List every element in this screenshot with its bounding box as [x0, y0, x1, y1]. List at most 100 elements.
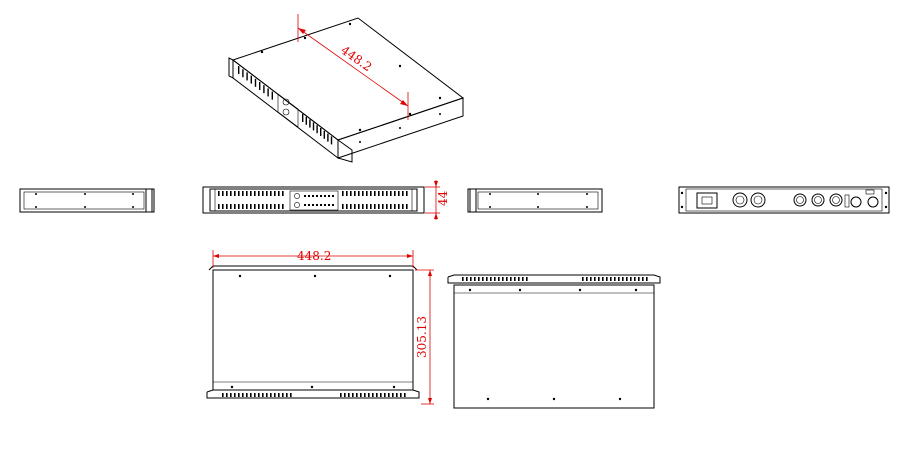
vent-slot	[622, 277, 624, 281]
vent-slot	[384, 393, 386, 397]
led-indicator	[312, 195, 314, 197]
vent-slot	[346, 191, 348, 196]
vent-slot	[271, 91, 273, 100]
vent-slot	[222, 393, 224, 397]
vent-slot	[378, 204, 380, 209]
vent-slot	[350, 191, 352, 196]
led-indicator	[312, 204, 314, 206]
vent-slot	[474, 277, 476, 281]
vent-slot	[238, 191, 240, 196]
vent-slot	[274, 204, 276, 209]
led-indicator	[308, 204, 310, 206]
led-indicator	[316, 195, 318, 197]
vent-slot	[646, 277, 648, 281]
vent-slot	[258, 393, 260, 397]
vent-slot	[226, 204, 228, 209]
vent-slot	[486, 277, 488, 281]
isometric-view: 448.2	[228, 14, 465, 163]
led-indicator	[332, 204, 334, 206]
vent-slot	[378, 191, 380, 196]
vent-slot	[470, 277, 472, 281]
vent-slot	[366, 204, 368, 209]
vent-slot	[270, 204, 272, 209]
vent-slot	[320, 128, 322, 136]
vent-slot	[362, 191, 364, 196]
vent-slot	[514, 277, 516, 281]
vent-slot	[370, 191, 372, 196]
vent-slot	[238, 393, 240, 397]
vent-slot	[400, 393, 402, 397]
vent-slot	[254, 393, 256, 397]
vent-slot	[238, 204, 240, 209]
vent-slot	[406, 204, 408, 209]
vent-slot	[267, 88, 269, 97]
vent-slot	[390, 191, 392, 196]
vent-slot	[350, 204, 352, 209]
vent-slot	[360, 393, 362, 397]
vent-slot	[610, 277, 612, 281]
vent-slot	[344, 393, 346, 397]
vent-slot	[376, 393, 378, 397]
led-indicator	[332, 195, 334, 197]
vent-slot	[466, 277, 468, 281]
vent-slot	[362, 204, 364, 209]
vent-slot	[278, 393, 280, 397]
vent-slot	[510, 277, 512, 281]
vent-slot	[402, 191, 404, 196]
vent-slot	[278, 191, 280, 196]
vent-slot	[242, 393, 244, 397]
vent-slot	[354, 204, 356, 209]
vent-slot	[478, 277, 480, 281]
vent-slot	[364, 393, 366, 397]
vent-slot	[250, 75, 252, 84]
vent-slot	[374, 191, 376, 196]
led-indicator	[328, 195, 330, 197]
vent-slot	[266, 191, 268, 196]
vent-slot	[254, 78, 257, 87]
led-indicator	[316, 204, 318, 206]
led-indicator	[324, 195, 326, 197]
vent-slot	[246, 72, 248, 81]
vent-slot	[259, 82, 261, 90]
vent-slot	[282, 191, 284, 196]
vent-slot	[382, 204, 384, 209]
vent-slot	[386, 204, 388, 209]
vent-slot	[270, 191, 272, 196]
vent-slot	[342, 204, 344, 209]
vent-slot	[290, 393, 292, 397]
vent-slot	[494, 277, 496, 281]
vent-slot	[582, 277, 584, 281]
vent-slot	[342, 191, 344, 196]
vent-slot	[250, 393, 252, 397]
vent-slot	[358, 204, 360, 209]
vent-slot	[340, 393, 342, 397]
vent-slot	[370, 204, 372, 209]
led-indicator	[328, 204, 330, 206]
vent-slot	[368, 393, 370, 397]
vent-slot	[278, 204, 280, 209]
vent-slot	[506, 277, 508, 281]
vent-slot	[286, 393, 288, 397]
vent-slot	[402, 204, 404, 209]
vent-slot	[323, 130, 325, 139]
vent-slot	[518, 277, 520, 281]
vent-slot	[398, 204, 400, 209]
vent-slot	[305, 116, 307, 125]
vent-slot	[254, 204, 256, 209]
vent-slot	[602, 277, 604, 281]
vent-slot	[316, 125, 318, 134]
vent-slot	[312, 122, 315, 131]
vent-slot	[382, 191, 384, 196]
vent-slot	[238, 66, 240, 74]
front-view: 44	[202, 180, 450, 220]
vent-slot	[234, 191, 236, 196]
rear-view	[678, 186, 890, 214]
vent-slot	[406, 191, 408, 196]
led-indicator	[320, 195, 322, 197]
vent-slot	[526, 277, 528, 281]
vent-slot	[598, 277, 600, 281]
vent-slot	[266, 393, 268, 397]
vent-slot	[642, 277, 644, 281]
vent-slot	[626, 277, 628, 281]
vent-slot	[638, 277, 640, 281]
